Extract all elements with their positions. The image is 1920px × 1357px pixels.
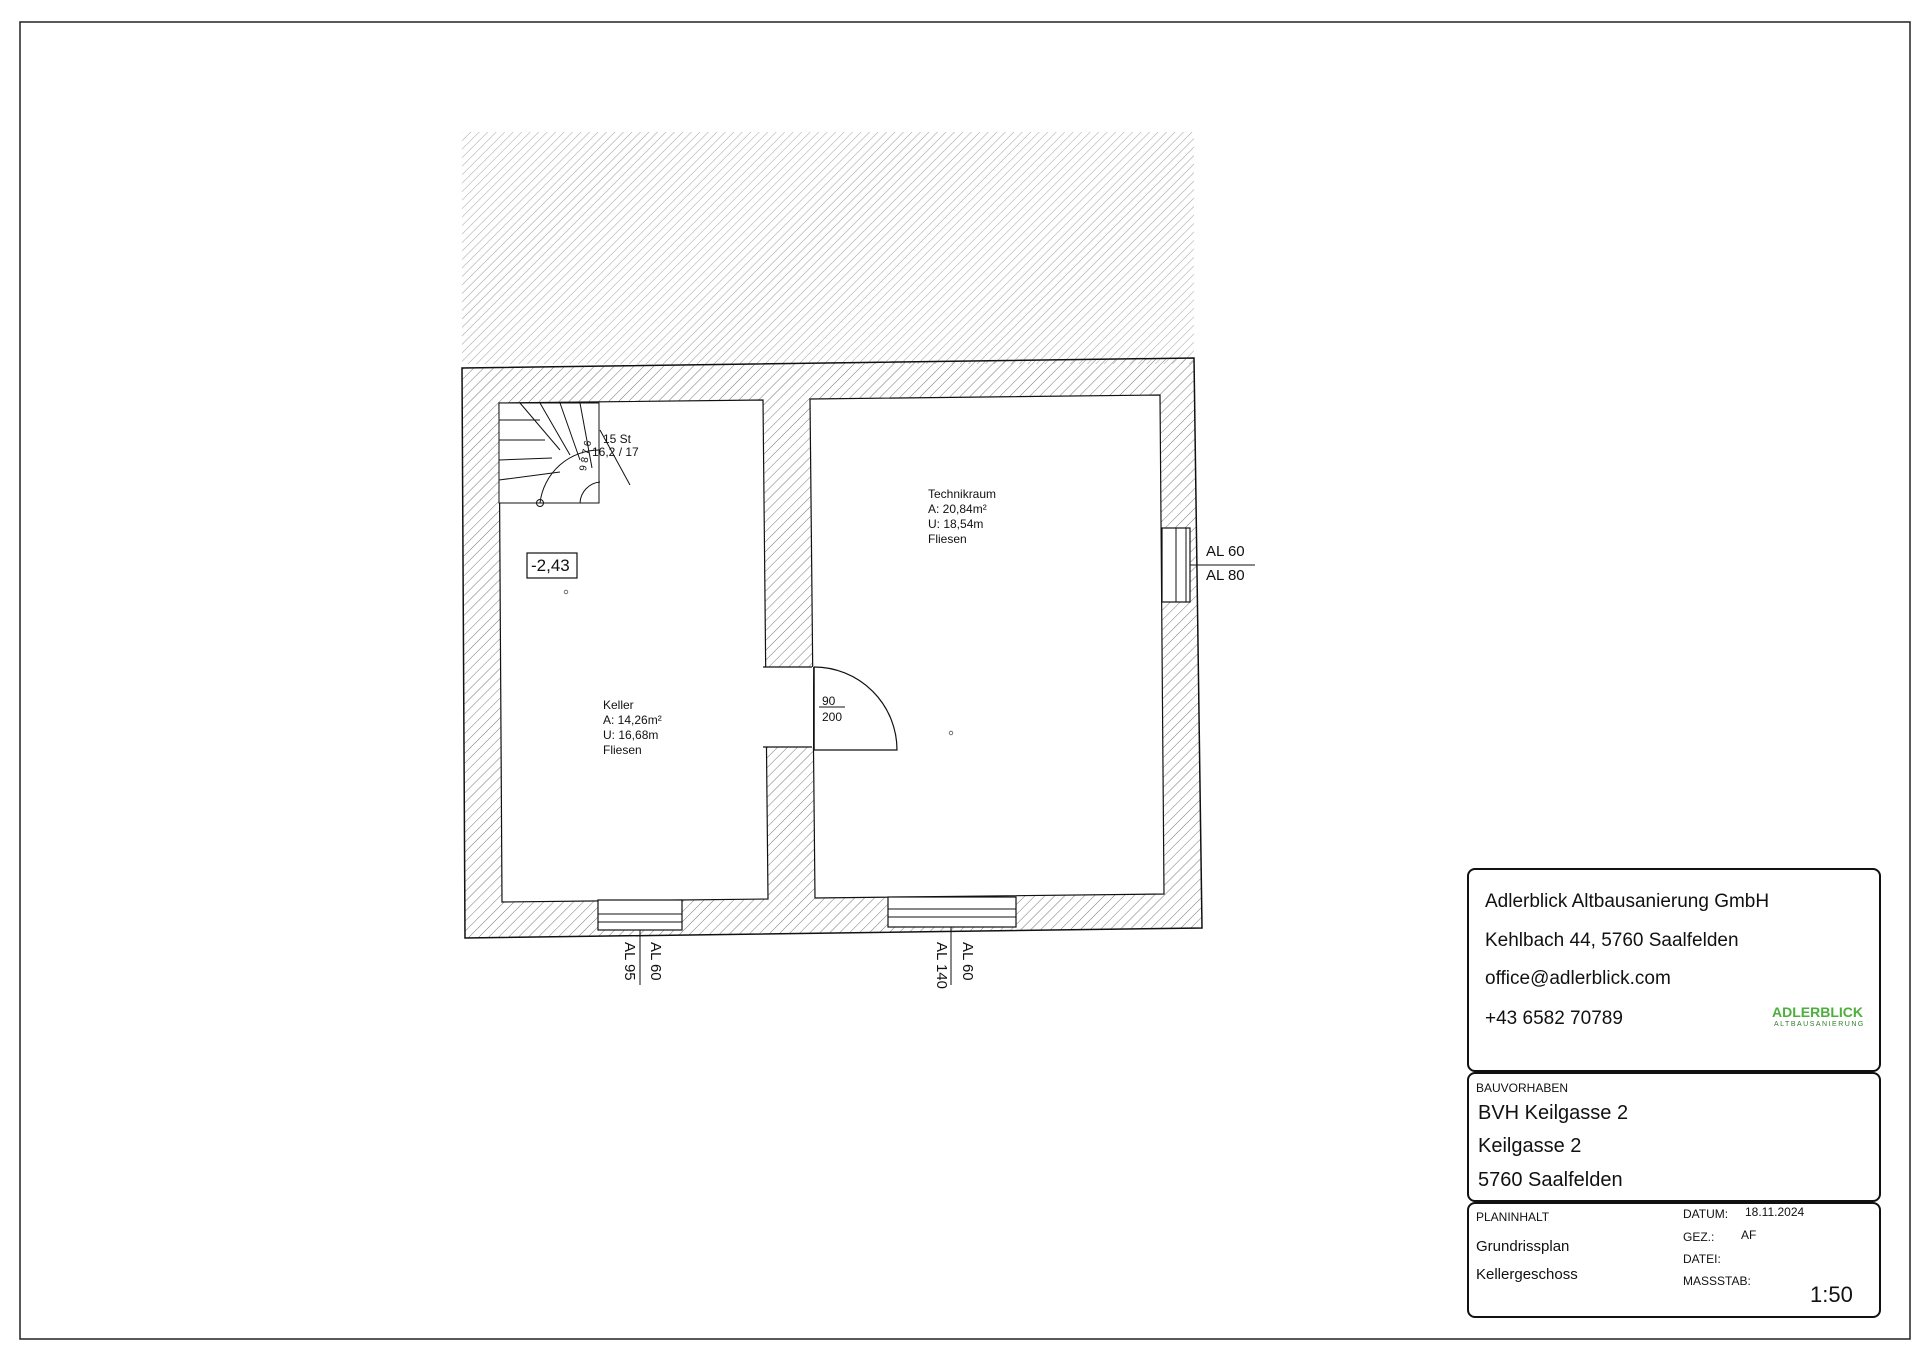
- window-keller-top: AL 60: [647, 942, 664, 981]
- project-line3: 5760 Saalfelden: [1478, 1169, 1623, 1191]
- room-label-technikraum: Technikraum A: 20,84m² U: 18,54m Fliesen: [928, 487, 996, 547]
- door-width: 90: [822, 694, 836, 708]
- window-keller-bottom: AL 95: [621, 942, 638, 981]
- titleblock-project: [1467, 1072, 1881, 1202]
- room-floor: Fliesen: [928, 532, 967, 546]
- room-name: Keller: [603, 698, 634, 712]
- window-east-top: AL 60: [1206, 543, 1245, 560]
- sheet-border: [19, 21, 1911, 1340]
- room-perimeter: U: 16,68m: [603, 728, 659, 742]
- stair-steps: 15 St: [603, 432, 632, 446]
- window-east-bottom: AL 80: [1206, 567, 1245, 584]
- titleblock-company: [1467, 868, 1881, 1072]
- room-name: Technikraum: [928, 487, 997, 501]
- window-technik-top: AL 60: [959, 942, 976, 981]
- date-value: 18.11.2024: [1745, 1205, 1805, 1219]
- file-label: DATEI:: [1683, 1252, 1721, 1266]
- window-south-keller: [597, 899, 683, 985]
- room-center-point: [563, 589, 569, 595]
- level-marker-box: [526, 552, 578, 579]
- level-marker: -2,43: [531, 556, 570, 575]
- company-name: Adlerblick Altbausanierung GmbH: [1485, 891, 1770, 912]
- logo-tagline: ALTBAUSANIERUNG: [1774, 1021, 1865, 1028]
- room-area: A: 20,84m²: [928, 502, 987, 516]
- room-keller: [498, 399, 769, 903]
- content-label: PLANINHALT: [1476, 1210, 1550, 1224]
- date-label: DATUM:: [1683, 1207, 1729, 1221]
- window-south-technik: [887, 896, 1017, 985]
- scale-value: 1:50: [1810, 1282, 1853, 1307]
- room-center-point: [948, 730, 954, 736]
- scale-label: MASSSTAB:: [1683, 1274, 1751, 1288]
- drawn-label: GEZ.:: [1683, 1230, 1715, 1244]
- room-technikraum: [809, 394, 1165, 899]
- titleblock-content: [1467, 1202, 1881, 1318]
- content-line1: Grundrissplan: [1476, 1238, 1570, 1255]
- company-address: Kehlbach 44, 5760 Saalfelden: [1485, 930, 1739, 951]
- room-area: A: 14,26m²: [603, 713, 662, 727]
- company-phone: +43 6582 70789: [1485, 1008, 1623, 1029]
- drawn-value: AF: [1741, 1228, 1757, 1242]
- window-technik-bottom: AL 140: [933, 942, 950, 989]
- content-line2: Kellergeschoss: [1476, 1266, 1578, 1283]
- project-label: BAUVORHABEN: [1476, 1081, 1569, 1095]
- door-swing: [813, 666, 898, 751]
- room-floor: Fliesen: [603, 743, 642, 757]
- logo-brand: ADLERBLICK: [1772, 1004, 1863, 1020]
- stair: [498, 402, 631, 507]
- room-label-keller: Keller A: 14,26m² U: 16,68m Fliesen: [603, 698, 662, 758]
- room-perimeter: U: 18,54m: [928, 517, 984, 531]
- stair-rise: 16,2 / 17: [592, 445, 639, 459]
- project-line2: Keilgasse 2: [1478, 1135, 1582, 1157]
- window-east: [1161, 527, 1255, 603]
- ground-hatch: [462, 132, 1194, 364]
- door-height: 200: [822, 710, 843, 724]
- door-opening: [763, 667, 813, 747]
- company-email: office@adlerblick.com: [1485, 968, 1671, 989]
- project-line1: BVH Keilgasse 2: [1478, 1102, 1629, 1124]
